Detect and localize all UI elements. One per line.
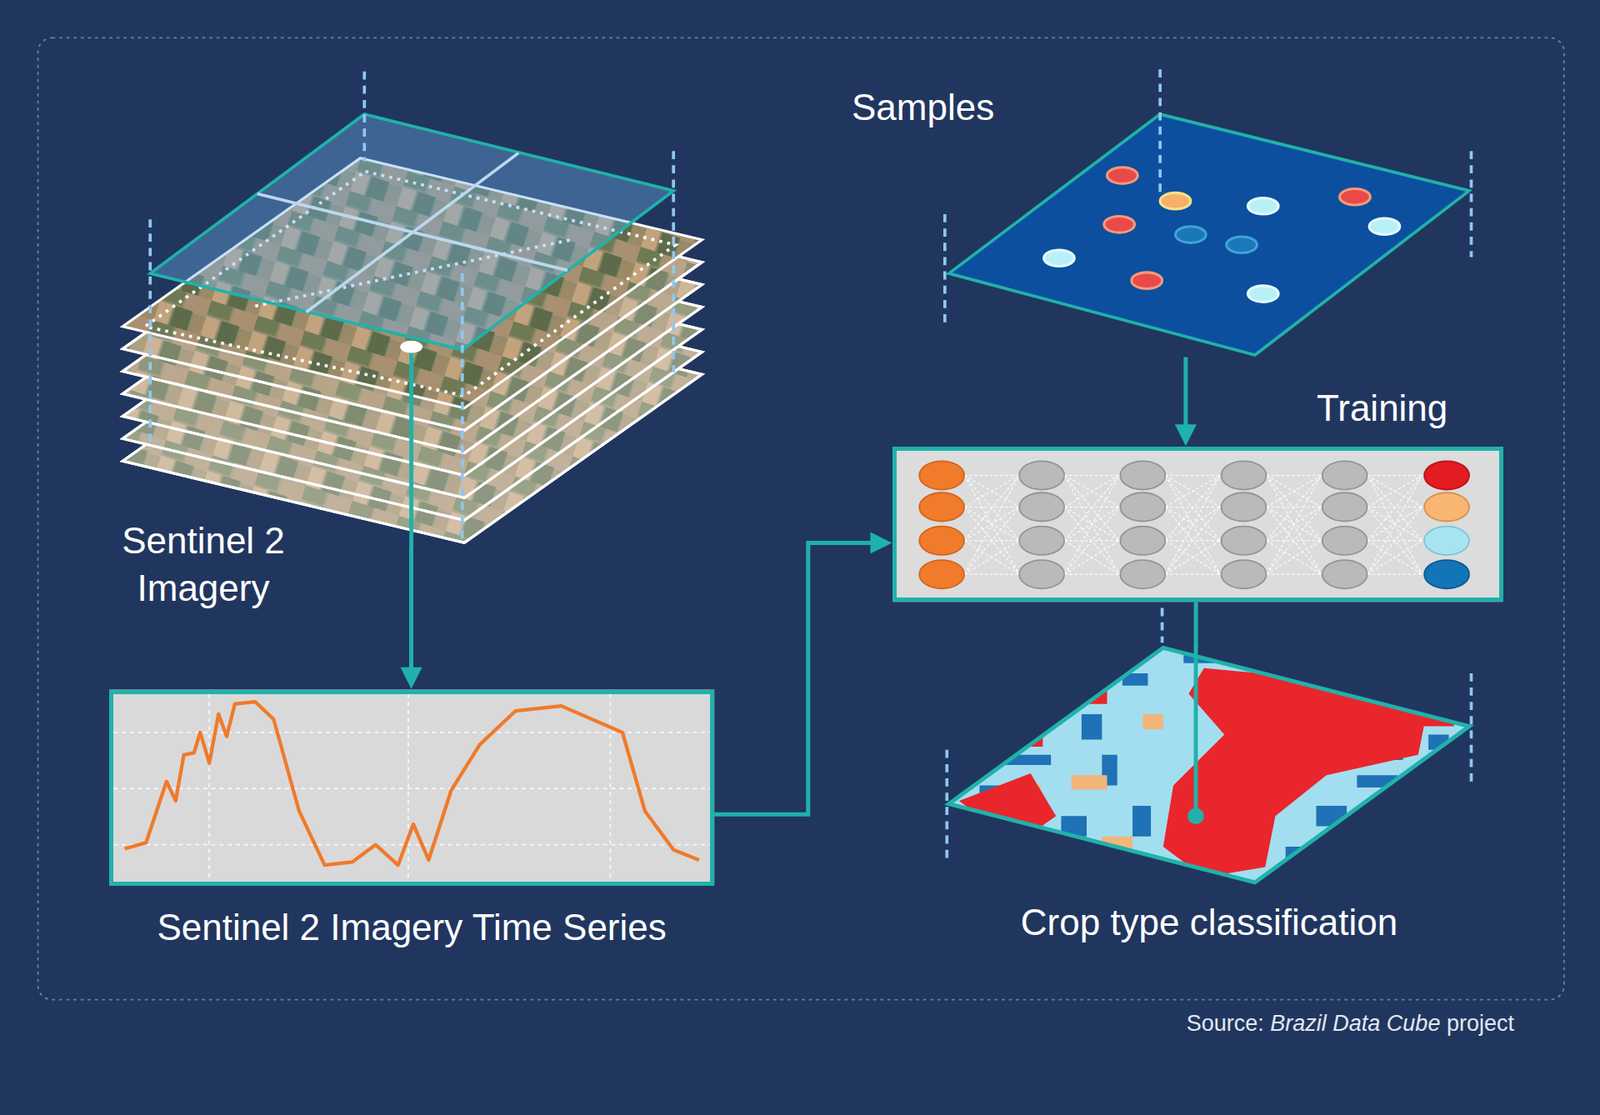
flow-arrow (714, 542, 881, 815)
samples-plane (949, 114, 1470, 355)
outer-frame (38, 37, 1565, 1000)
cube-post (946, 608, 1471, 860)
node-label: Sentinel 2 Imagery (103, 516, 304, 612)
cube-post (945, 69, 1472, 325)
node-label: Training (1316, 384, 1448, 432)
flow-arrow (1194, 601, 1199, 648)
samples-plane: Samples (944, 69, 1475, 357)
time-series-line (125, 701, 700, 865)
time-series-box: Sentinel 2 Imagery Time Series (109, 690, 715, 886)
pixel-dot (1187, 808, 1205, 825)
chart-ground (109, 690, 715, 886)
pixel-dot (400, 340, 423, 354)
grid-plane (150, 114, 674, 350)
classification-map (938, 642, 1480, 888)
map-outline (949, 647, 1470, 883)
flow-arrow (1183, 357, 1188, 436)
source-text: Brazil Data Cube (1270, 1010, 1440, 1037)
network-links (964, 475, 1423, 575)
source-note: Source:Brazil Data Cubeproject (1186, 1010, 1515, 1037)
grid-line (257, 153, 568, 313)
sample-dots (1044, 167, 1400, 303)
cube-post (148, 219, 152, 449)
network-ground (892, 446, 1503, 602)
cube-post (671, 150, 675, 373)
source-text: project (1446, 1010, 1515, 1037)
pixel-pin (409, 346, 414, 547)
imagery-stack: Sentinel 2 Imagery (120, 69, 704, 546)
node-label: Samples (851, 83, 995, 131)
cube-post (460, 273, 465, 539)
flow-arrow (409, 545, 414, 679)
pixel-pin (1194, 646, 1199, 816)
training-box: Training (892, 446, 1503, 602)
source-text: Source: (1186, 1010, 1265, 1037)
cube-post (362, 71, 366, 162)
network-neurons (919, 460, 1470, 589)
chart-grid (113, 693, 710, 881)
node-label: Sentinel 2 Imagery Time Series (63, 903, 760, 951)
node-label: Crop type classification (896, 898, 1521, 946)
classification-map: Crop type classification (946, 648, 1471, 886)
